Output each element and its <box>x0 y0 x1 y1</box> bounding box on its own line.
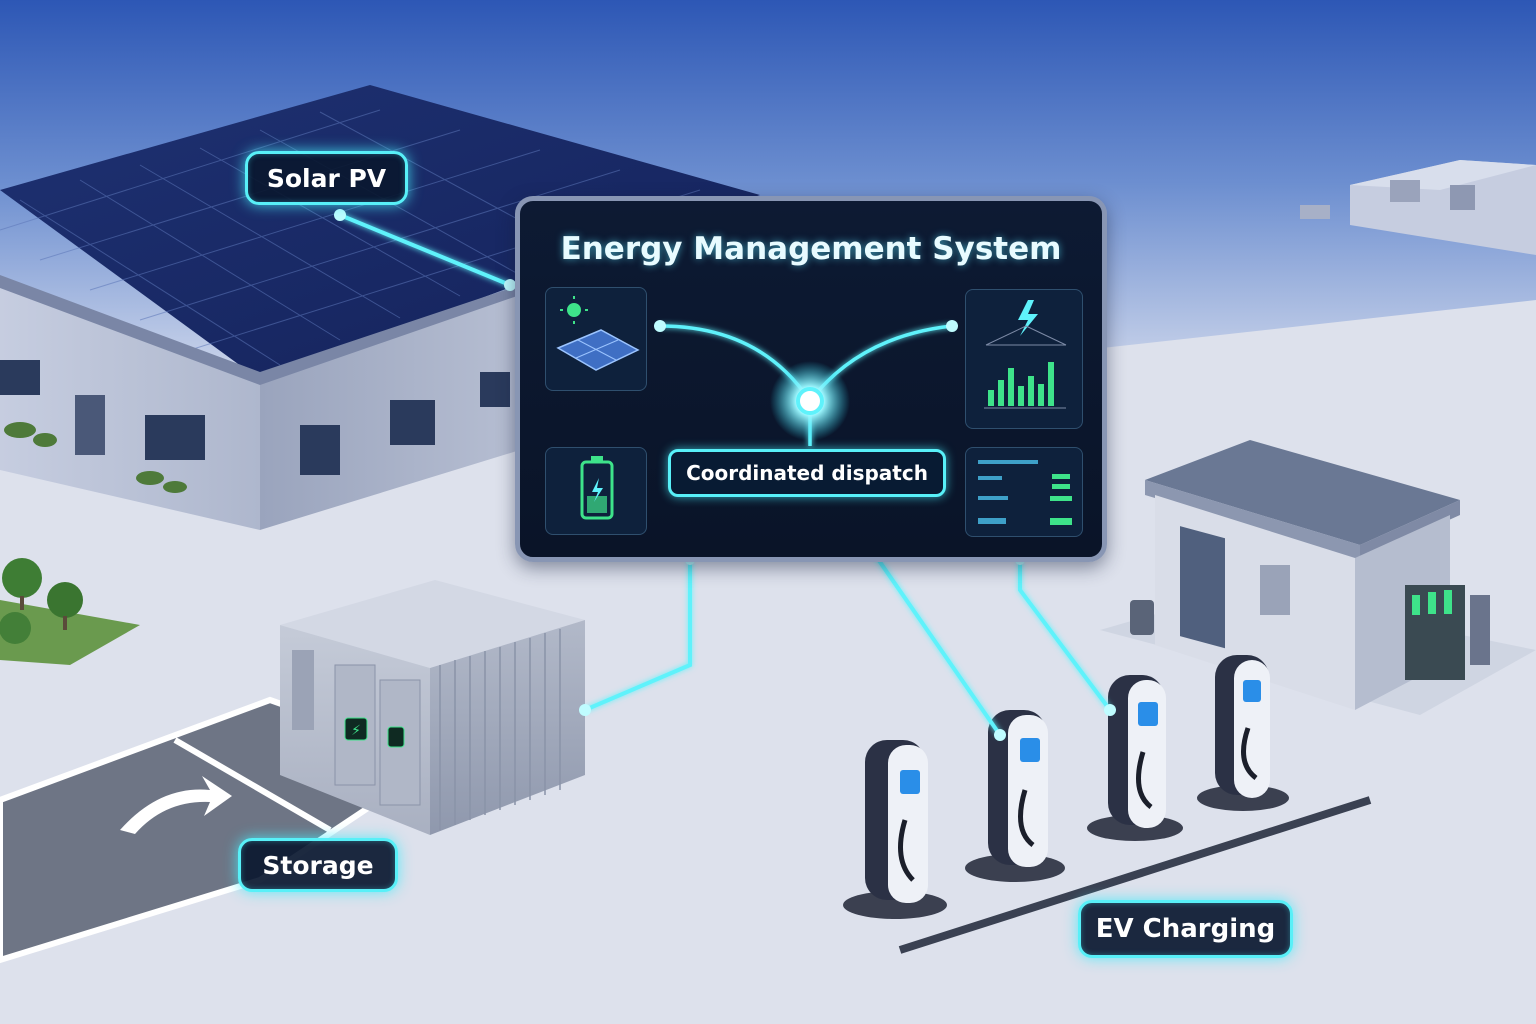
battery-charging-icon <box>545 447 647 535</box>
substation-building <box>1100 440 1536 715</box>
lawn-with-trees <box>0 558 140 665</box>
storage-label: Storage <box>238 838 398 892</box>
solar-connector-line <box>339 213 511 287</box>
lightning-bar-chart-icon <box>965 289 1083 429</box>
status-list-icon <box>965 447 1083 537</box>
storage-connector-line <box>584 560 692 712</box>
storage-container: ⚡ <box>280 580 585 835</box>
ev-charging-label: EV Charging <box>1078 900 1293 958</box>
ev-charger <box>843 740 947 919</box>
coordinated-dispatch-label: Coordinated dispatch <box>668 449 946 497</box>
lane-line <box>898 796 1372 954</box>
ems-panel: Energy Management System <box>515 196 1107 562</box>
ev-charger <box>965 710 1065 882</box>
distant-building <box>1300 160 1536 255</box>
ems-network <box>654 320 958 446</box>
solar-pv-label: Solar PV <box>245 151 408 205</box>
ems-title: Energy Management System <box>560 231 1062 267</box>
ev-chargers <box>843 655 1289 919</box>
ev-connector-line-b <box>1018 560 1112 712</box>
svg-text:⚡: ⚡ <box>351 723 361 739</box>
ev-charger <box>1197 655 1289 811</box>
ev-charger <box>1087 675 1183 841</box>
solar-panel-sun-icon <box>545 287 647 391</box>
